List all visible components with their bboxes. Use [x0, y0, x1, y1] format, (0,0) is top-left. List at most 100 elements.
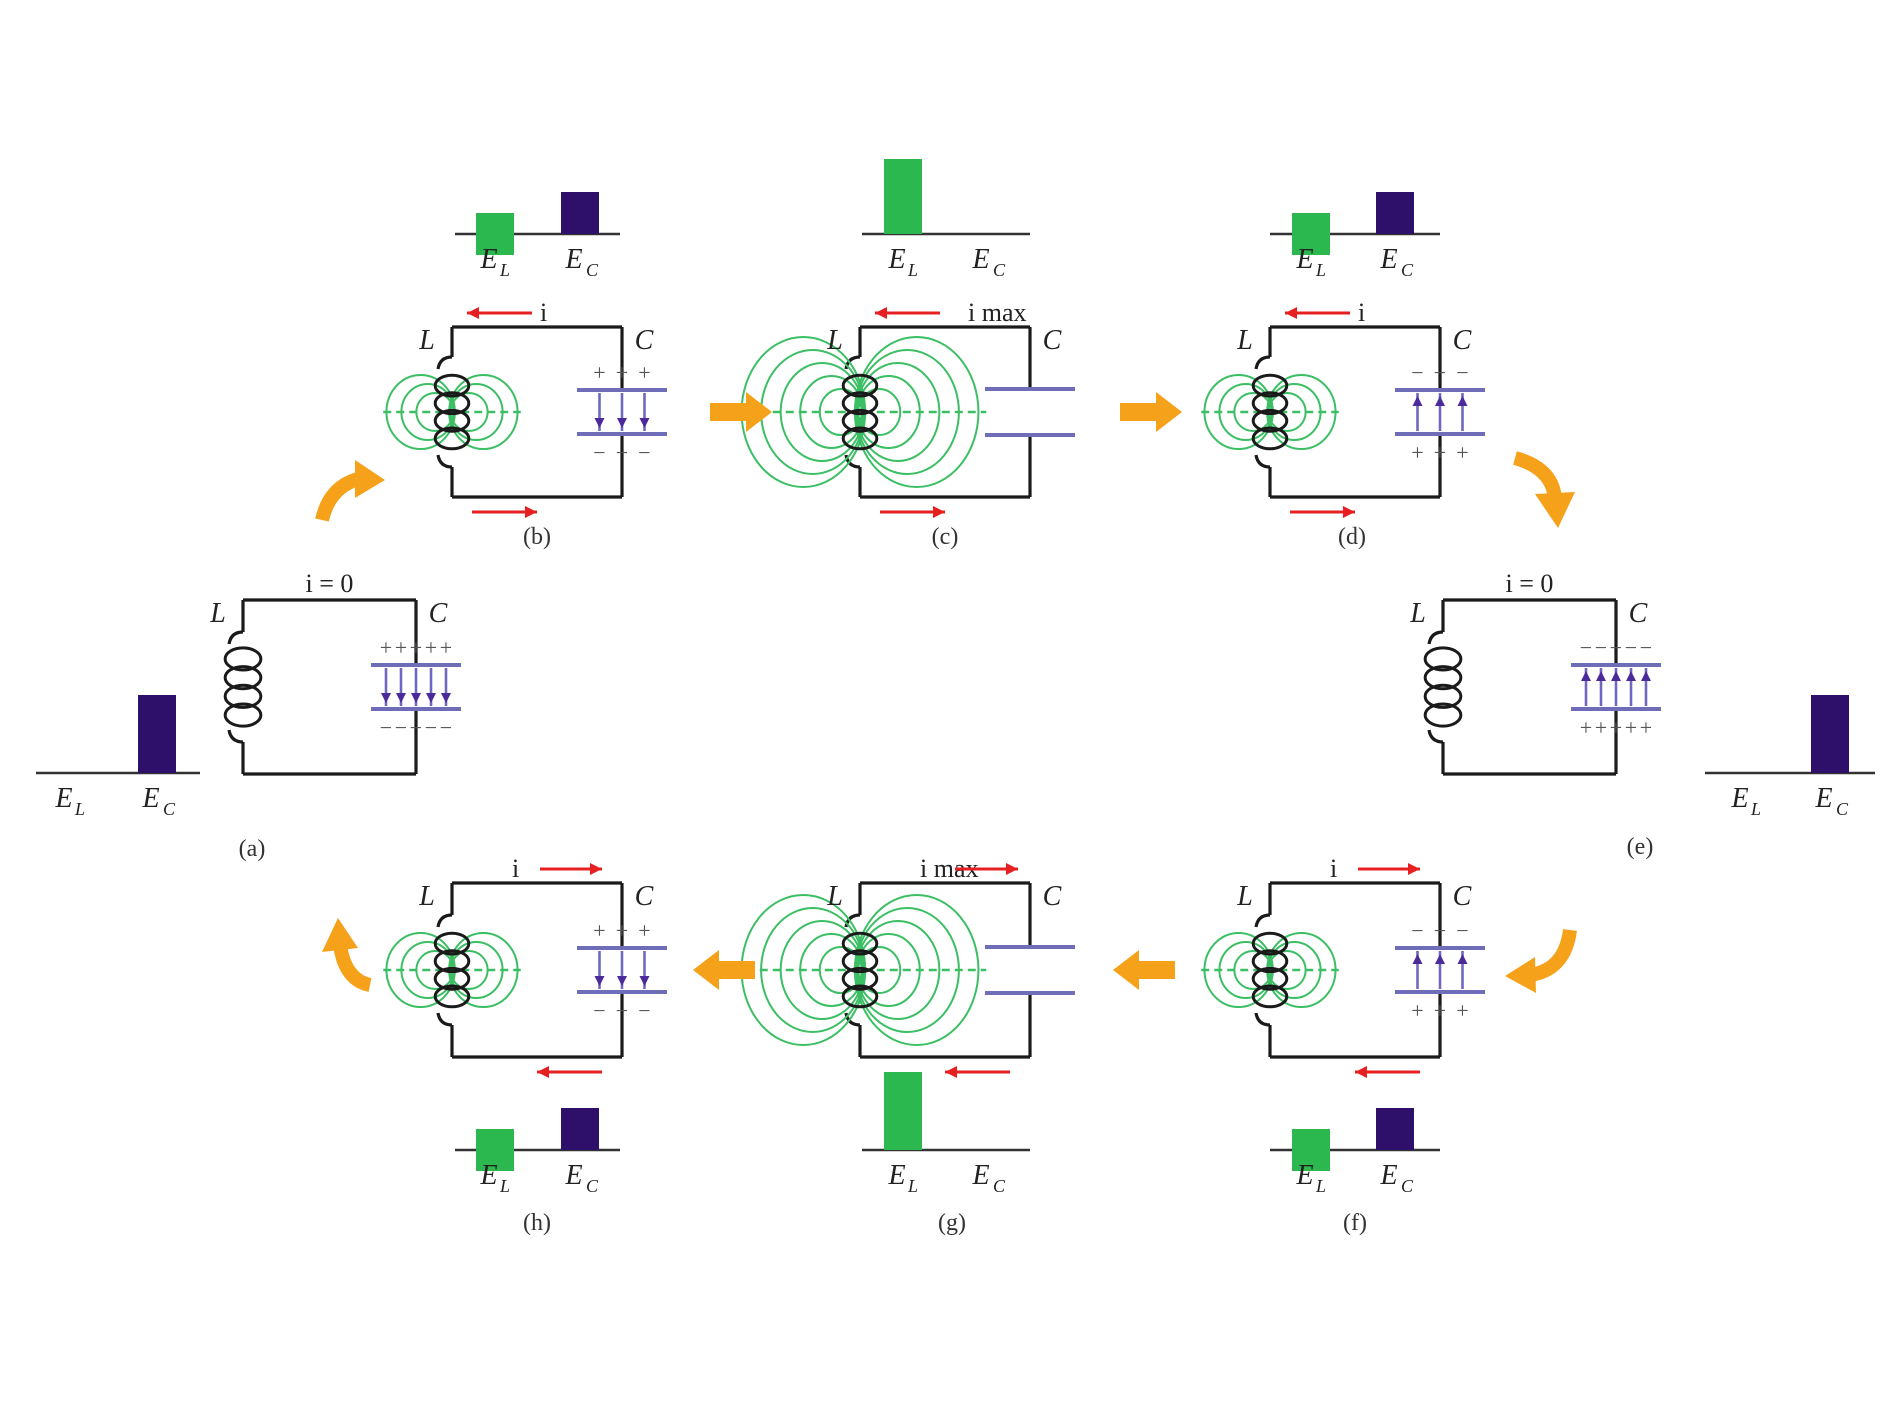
energy-label-capacitor: E	[564, 1160, 582, 1191]
energy-label-inductor: E	[1730, 783, 1748, 814]
coil-lead-bottom	[844, 454, 861, 469]
label-inductor: L	[1236, 881, 1253, 912]
energy-bar-capacitor	[561, 1108, 599, 1150]
energy-label-capacitor-sub: C	[586, 1176, 599, 1196]
charge-sign-bottom: −	[380, 715, 392, 740]
coil-lead-bottom	[227, 729, 244, 744]
current-arrow-head	[1408, 863, 1420, 875]
label-inductor: L	[826, 325, 843, 356]
energy-label-capacitor: E	[1379, 1160, 1397, 1191]
label-inductor: L	[209, 598, 226, 629]
charge-sign-bottom: +	[1434, 998, 1446, 1023]
inductor-coil-loop	[433, 373, 471, 398]
energy-label-inductor: E	[887, 1160, 905, 1191]
inductor-coil-loop	[841, 391, 879, 416]
transition-arrow-c-to-d	[1120, 392, 1182, 432]
transition-arrow-shape	[693, 950, 755, 990]
electric-field-arrowhead	[1457, 954, 1468, 964]
energy-label-capacitor: E	[564, 244, 582, 275]
current-label: i max	[968, 298, 1027, 327]
current-arrow-head	[1343, 506, 1355, 518]
inductor-coil-loop	[1251, 966, 1289, 991]
charge-sign-bottom: −	[440, 715, 452, 740]
label-inductor: L	[418, 881, 435, 912]
charge-sign-bottom: −	[593, 440, 605, 465]
label-capacitor: C	[1453, 881, 1472, 912]
energy-label-inductor-sub: L	[907, 1176, 918, 1196]
inductor-coil-loop	[223, 683, 263, 709]
electric-field-arrowhead	[426, 693, 436, 703]
curved-arrow-head	[1505, 957, 1536, 993]
energy-bar-capacitor	[1811, 695, 1849, 773]
energy-bar-inductor	[884, 159, 922, 234]
electric-field-arrowhead	[1412, 954, 1423, 964]
inductor-coil-loop	[841, 426, 879, 451]
current-arrow-head	[1006, 863, 1018, 875]
charge-sign-top: −	[1456, 918, 1468, 943]
inductor-coil-loop	[1251, 408, 1289, 433]
panel-caption-a: (a)	[239, 836, 266, 862]
energy-label-capacitor-sub: C	[163, 799, 176, 819]
current-arrow-head	[537, 1066, 549, 1078]
inductor-coil-loop	[1251, 949, 1289, 974]
charge-sign-top: +	[593, 918, 605, 943]
charge-sign-top: +	[638, 918, 650, 943]
energy-label-capacitor: E	[141, 783, 159, 814]
energy-bar-inductor	[884, 1072, 922, 1150]
electric-field-arrowhead	[594, 418, 605, 428]
energy-label-capacitor-sub: C	[993, 260, 1006, 280]
electric-field-arrowhead	[617, 418, 627, 428]
current-label: i	[512, 854, 519, 883]
charge-sign-top: +	[380, 635, 392, 660]
charge-sign-top: +	[410, 635, 422, 660]
panel-caption-c: (c)	[932, 524, 959, 550]
label-capacitor: C	[1453, 325, 1472, 356]
transition-arrow-shape	[1120, 392, 1182, 432]
label-capacitor: C	[635, 881, 654, 912]
panel-caption-f: (f)	[1343, 1210, 1367, 1236]
panel-caption-h: (h)	[523, 1210, 551, 1236]
current-arrow-head	[1285, 307, 1297, 319]
electric-field-arrowhead	[594, 976, 605, 986]
coil-lead-bottom	[844, 1012, 861, 1027]
electric-field-arrowhead	[1626, 671, 1636, 681]
inductor-coil-loop	[1423, 665, 1463, 691]
energy-bar-capacitor	[561, 192, 599, 234]
inductor-coil-loop	[433, 949, 471, 974]
charge-sign-bottom: +	[1434, 440, 1446, 465]
energy-label-capacitor-sub: C	[993, 1176, 1006, 1196]
inductor-coil-loop	[1423, 702, 1463, 728]
coil-lead-bottom	[1254, 454, 1271, 469]
energy-bar-inductor	[1292, 213, 1330, 255]
inductor-coil-loop	[1423, 683, 1463, 709]
current-arrow-head	[1355, 1066, 1367, 1078]
charge-sign-bottom: +	[1580, 715, 1592, 740]
coil-lead-top	[844, 913, 861, 928]
electric-field-arrowhead	[639, 418, 650, 428]
inductor-coil-loop	[1423, 646, 1463, 672]
coil-lead-top	[227, 630, 244, 645]
inductor-coil-loop	[841, 931, 879, 956]
charge-sign-top: −	[1625, 635, 1637, 660]
inductor-coil-loop	[1251, 373, 1289, 398]
energy-bar-inductor	[476, 213, 514, 255]
curved-arrow-head	[355, 460, 385, 498]
inductor-coil-loop	[841, 984, 879, 1009]
charge-sign-bottom: +	[1456, 998, 1468, 1023]
charge-sign-top: +	[593, 360, 605, 385]
charge-sign-bottom: −	[395, 715, 407, 740]
energy-label-inductor-sub: L	[1315, 260, 1326, 280]
energy-label-inductor-sub: L	[907, 260, 918, 280]
transition-arrow-shape	[1113, 950, 1175, 990]
transition-arrow-shape	[710, 392, 772, 432]
inductor-coil-loop	[433, 408, 471, 433]
transition-arrow-a-to-b	[315, 460, 385, 522]
label-inductor: L	[826, 881, 843, 912]
